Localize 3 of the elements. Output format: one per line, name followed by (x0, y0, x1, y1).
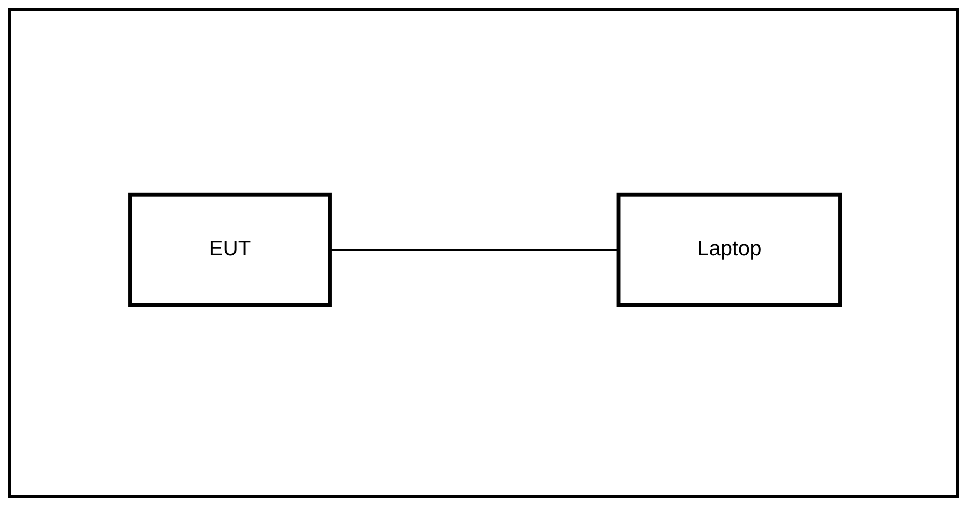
node-box: Laptop (616, 192, 842, 308)
connector (330, 249, 619, 251)
node-box: EUT (128, 192, 332, 308)
